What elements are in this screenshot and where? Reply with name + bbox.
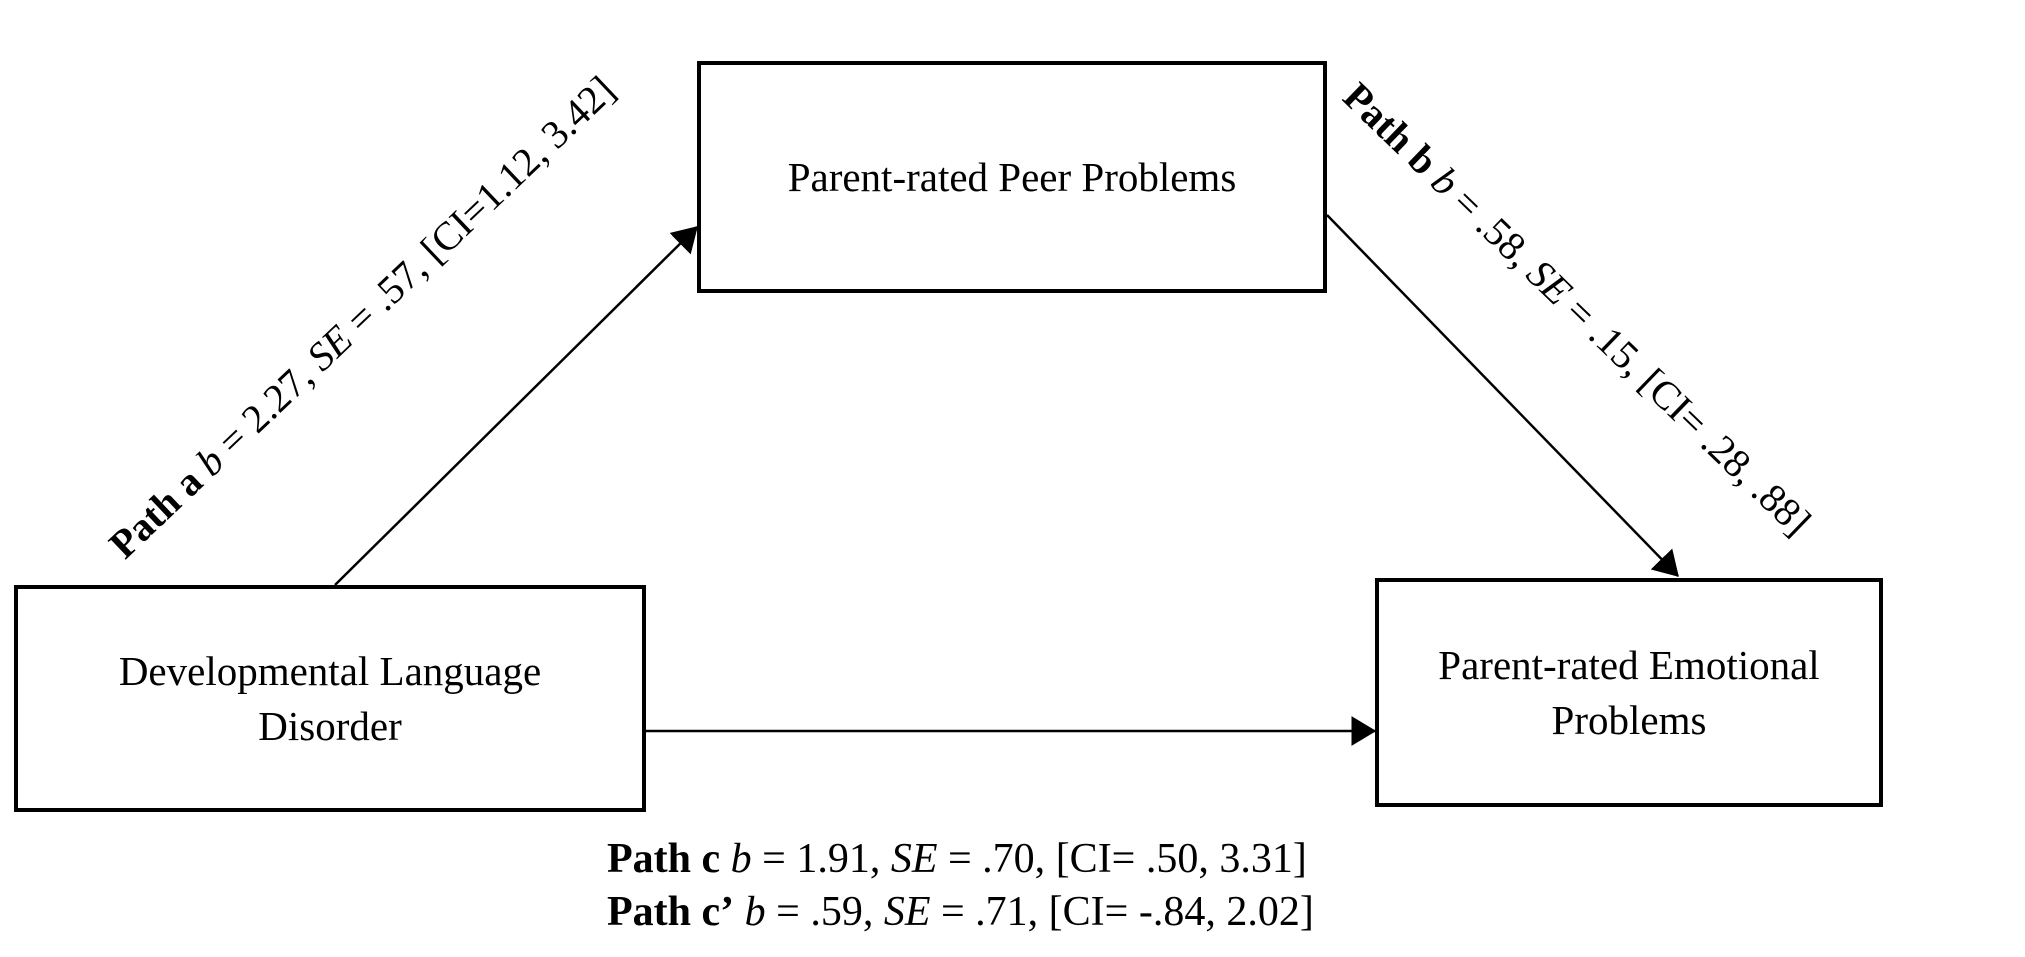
path-c-ci: [CI= .50, 3.31]: [1055, 836, 1307, 882]
predictor-box-label: Developmental Language Disorder: [118, 647, 542, 749]
predictor-box: Developmental Language Disorder: [14, 585, 646, 812]
path-a-arrow: [334, 226, 698, 586]
path-c-prime-b-symbol: b: [744, 889, 766, 935]
path-c-prime-se-value: = .71,: [940, 889, 1039, 935]
path-c-se-value: = .70,: [948, 836, 1046, 882]
path-c-b-symbol: b: [730, 836, 752, 882]
path-c-prime-ci: [CI= -.84, 2.02]: [1048, 889, 1314, 935]
path-b-arrow: [1326, 214, 1679, 577]
path-c-name: Path c: [607, 836, 721, 882]
outcome-box-label: Parent-rated Emotional Problems: [1438, 641, 1820, 743]
path-c-prime-se-symbol: SE: [883, 889, 931, 935]
path-c-prime-b-value: = .59,: [776, 889, 874, 935]
mediator-box: Parent-rated Peer Problems: [697, 61, 1327, 293]
path-c-prime-name: Path c’: [607, 889, 735, 935]
path-c-prime-label: Path c’ b = .59, SE = .71, [CI= -.84, 2.…: [607, 887, 1314, 937]
path-c-label: Path c b = 1.91, SE = .70, [CI= .50, 3.3…: [607, 834, 1307, 884]
path-c-b-value: = 1.91,: [762, 836, 881, 882]
outcome-box: Parent-rated Emotional Problems: [1375, 578, 1883, 807]
mediator-box-label: Parent-rated Peer Problems: [787, 153, 1237, 200]
path-c-se-symbol: SE: [890, 836, 938, 882]
